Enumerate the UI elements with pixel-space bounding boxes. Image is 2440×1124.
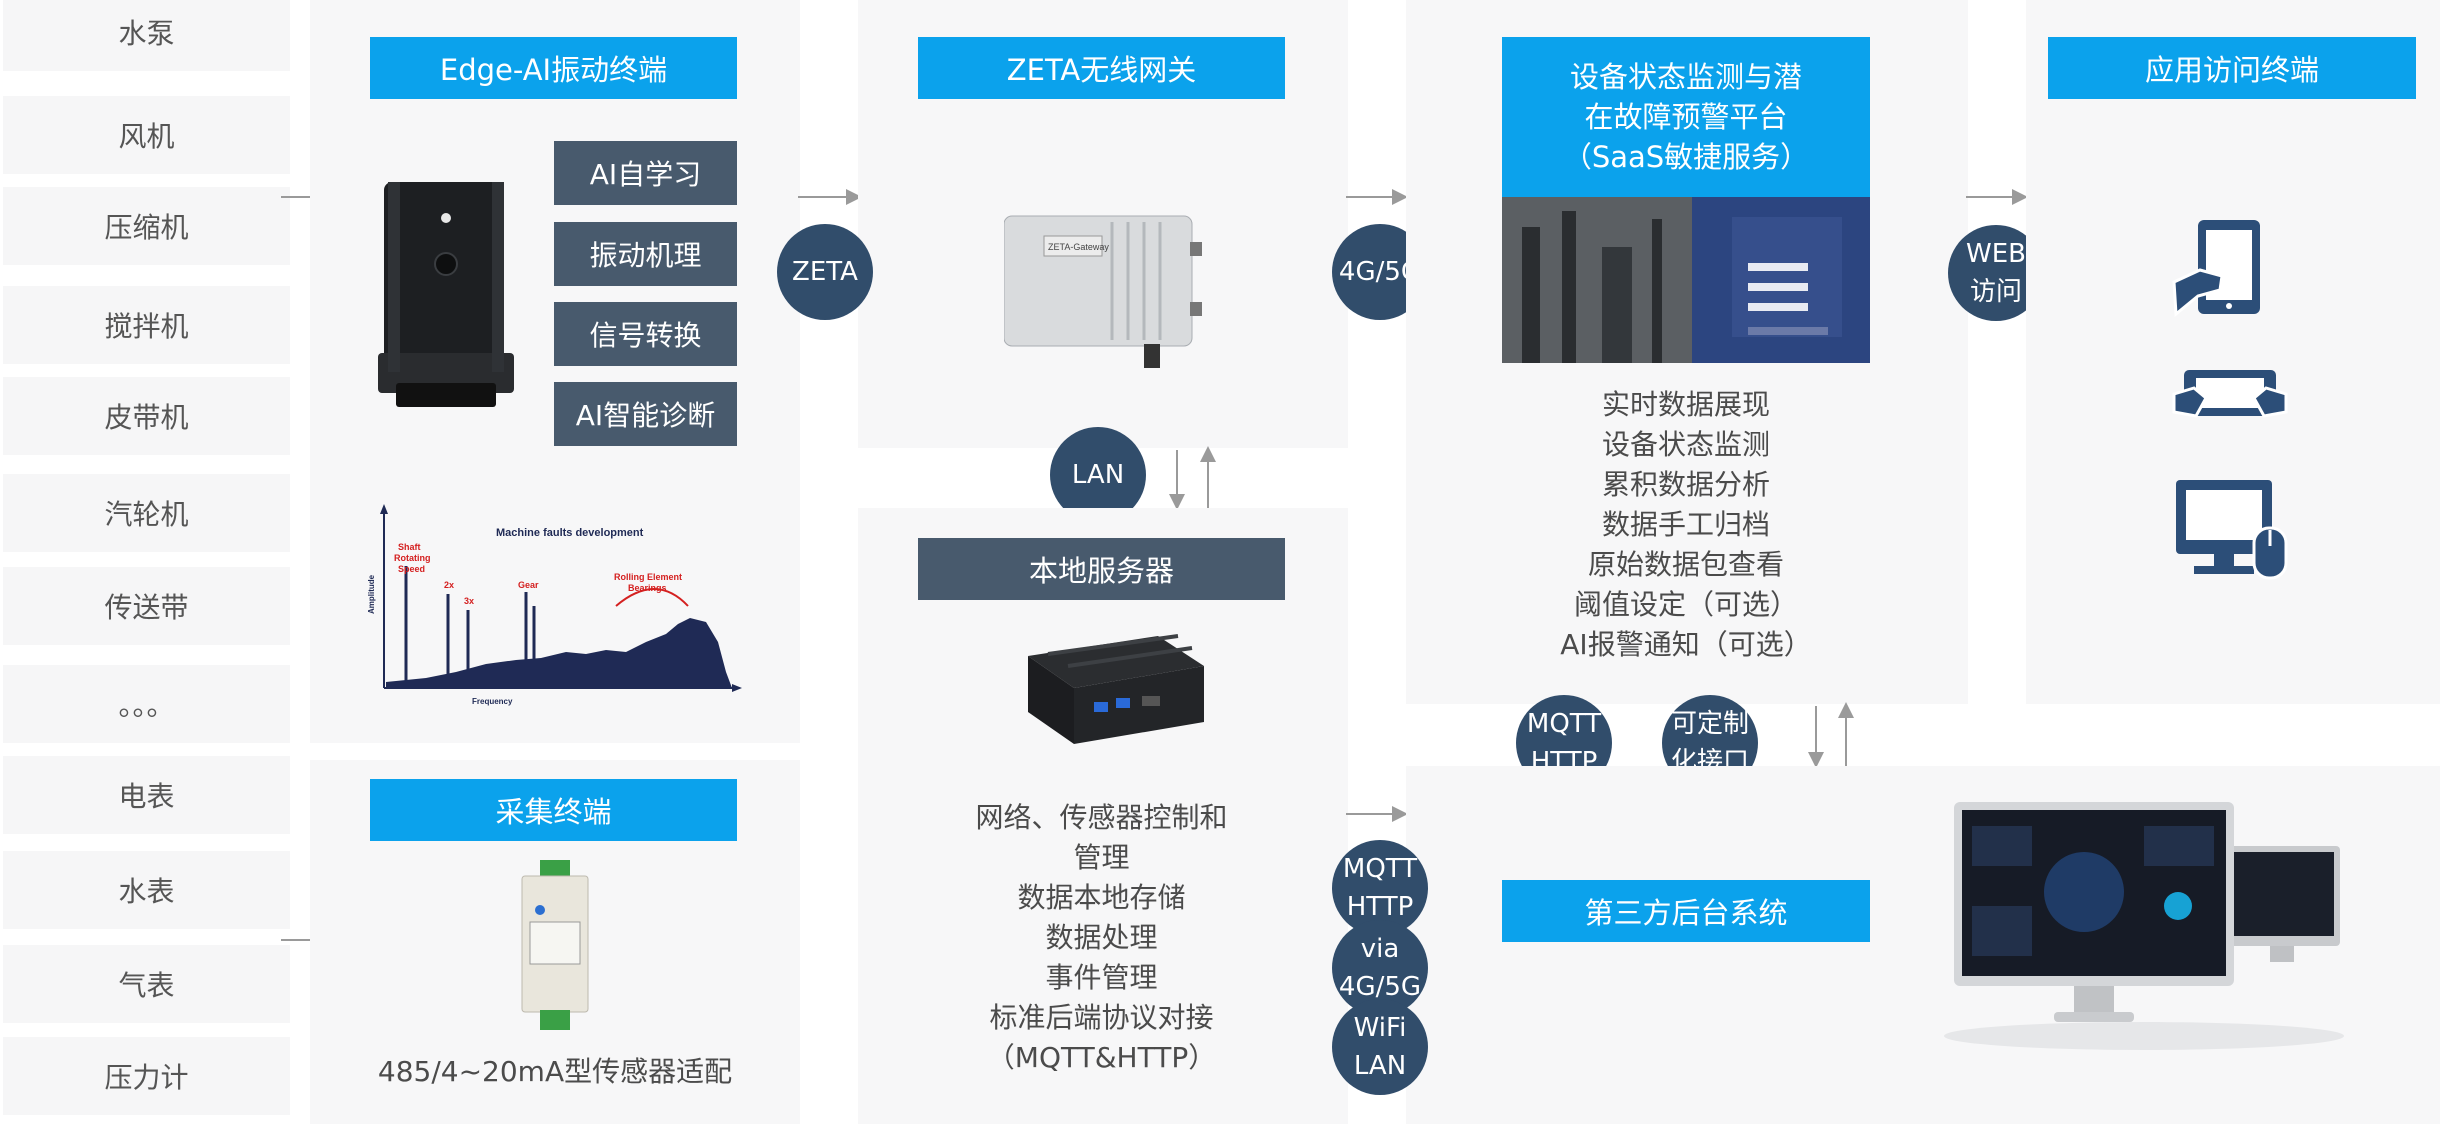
annotation-2x: 2x — [444, 580, 454, 590]
chart-title: Machine faults development — [496, 527, 644, 539]
feature-item: 实时数据展现 — [1601, 388, 1770, 421]
gateway-device-image: ZETA-Gateway — [1003, 212, 1204, 370]
feature-item: 数据手工归档 — [1601, 508, 1770, 541]
app-terminal-title: 应用访问终端 — [2048, 37, 2416, 99]
vibration-sensor-image — [378, 178, 514, 412]
feature-item: AI报警通知（可选） — [1560, 628, 1812, 661]
edge-terminal-title: Edge-AI振动终端 — [370, 37, 737, 99]
device-item: 电表 — [3, 756, 290, 834]
annotation-gear: Gear — [518, 580, 539, 590]
server-device-image — [1008, 626, 1206, 754]
flow-arrow-up — [1200, 446, 1216, 508]
fault-spectrum-chart: Machine faults development Shaft Rotatin… — [366, 502, 742, 708]
flow-arrow — [1346, 189, 1408, 205]
app-terminal-panel — [2026, 0, 2440, 704]
feature-item: 累积数据分析 — [1601, 468, 1770, 501]
annotation-3x: 3x — [464, 596, 474, 606]
flow-arrow-down — [1808, 706, 1824, 768]
gateway-device-label: ZETA-Gateway — [1048, 242, 1109, 252]
device-item: 传送带 — [3, 567, 290, 645]
tablet-hand-icon — [2170, 216, 2270, 320]
device-item: 水表 — [3, 851, 290, 929]
device-item: 压力计 — [3, 1037, 290, 1115]
gateway-title: ZETA无线网关 — [918, 37, 1285, 99]
function-button-ai-learning: AI自学习 — [554, 141, 737, 205]
annotation-rotating: Rotating — [394, 553, 431, 563]
feature-item: 设备状态监测 — [1601, 428, 1770, 461]
feature-item: 数据处理 — [1045, 921, 1158, 954]
platform-features: 实时数据展现 设备状态监测 累积数据分析 数据手工归档 原始数据包查看 阈值设定… — [1502, 385, 1870, 665]
dashboard-monitors-image — [1944, 796, 2344, 1052]
feature-item: 阈值设定（可选） — [1573, 588, 1798, 621]
flow-arrow-up — [1838, 702, 1854, 766]
feature-item: 网络、传感器控制和 — [975, 801, 1228, 834]
flow-arrow — [798, 189, 862, 205]
collect-terminal-title: 采集终端 — [370, 779, 737, 841]
device-item: 风机 — [3, 96, 290, 174]
device-item: 汽轮机 — [3, 474, 290, 552]
feature-item: （MQTT&HTTP） — [986, 1041, 1217, 1074]
collect-terminal-caption: 485/4~20mA型传感器适配 — [377, 1055, 733, 1088]
flow-arrow-down — [1169, 450, 1185, 510]
platform-title: 设备状态监测与潜 在故障预警平台 （SaaS敏捷服务） — [1502, 37, 1870, 197]
third-party-title: 第三方后台系统 — [1502, 880, 1870, 942]
connector-lan: LAN — [1050, 427, 1146, 523]
device-item: 气表 — [3, 945, 290, 1023]
flow-arrow — [1966, 189, 2028, 205]
function-button-signal-conversion: 信号转换 — [554, 302, 737, 366]
chart-xlabel: Frequency — [472, 697, 513, 706]
platform-screenshot — [1502, 197, 1870, 363]
annotation-speed: Speed — [398, 564, 425, 574]
device-item: 。。。 — [3, 665, 290, 743]
device-item: 水泵 — [3, 0, 290, 71]
local-server-panel — [858, 508, 1348, 1124]
feature-item: 数据本地存储 — [1017, 881, 1186, 914]
chart-ylabel: Amplitude — [367, 574, 376, 614]
feature-item: 原始数据包查看 — [1587, 548, 1784, 581]
tablet-landscape-icon — [2172, 364, 2288, 422]
device-item: 皮带机 — [3, 377, 290, 455]
collector-device-image — [518, 860, 592, 1030]
feature-item: 管理 — [1073, 841, 1130, 874]
device-item: 压缩机 — [3, 187, 290, 265]
connector-zeta: ZETA — [777, 224, 873, 320]
function-button-ai-diagnosis: AI智能诊断 — [554, 382, 737, 446]
local-server-features: 网络、传感器控制和 管理 数据本地存储 数据处理 事件管理 标准后端协议对接 （… — [918, 798, 1285, 1078]
feature-item: 标准后端协议对接 — [989, 1001, 1214, 1034]
flow-arrow — [1346, 806, 1408, 822]
local-server-title: 本地服务器 — [918, 538, 1285, 600]
device-item: 搅拌机 — [3, 286, 290, 364]
function-button-vibration-mechanism: 振动机理 — [554, 222, 737, 286]
annotation-rolling-element: Rolling Element — [614, 572, 682, 582]
desktop-mouse-icon — [2174, 478, 2288, 580]
annotation-shaft: Shaft — [398, 542, 421, 552]
annotation-bearings: Bearings — [628, 583, 667, 593]
feature-item: 事件管理 — [1045, 961, 1158, 994]
